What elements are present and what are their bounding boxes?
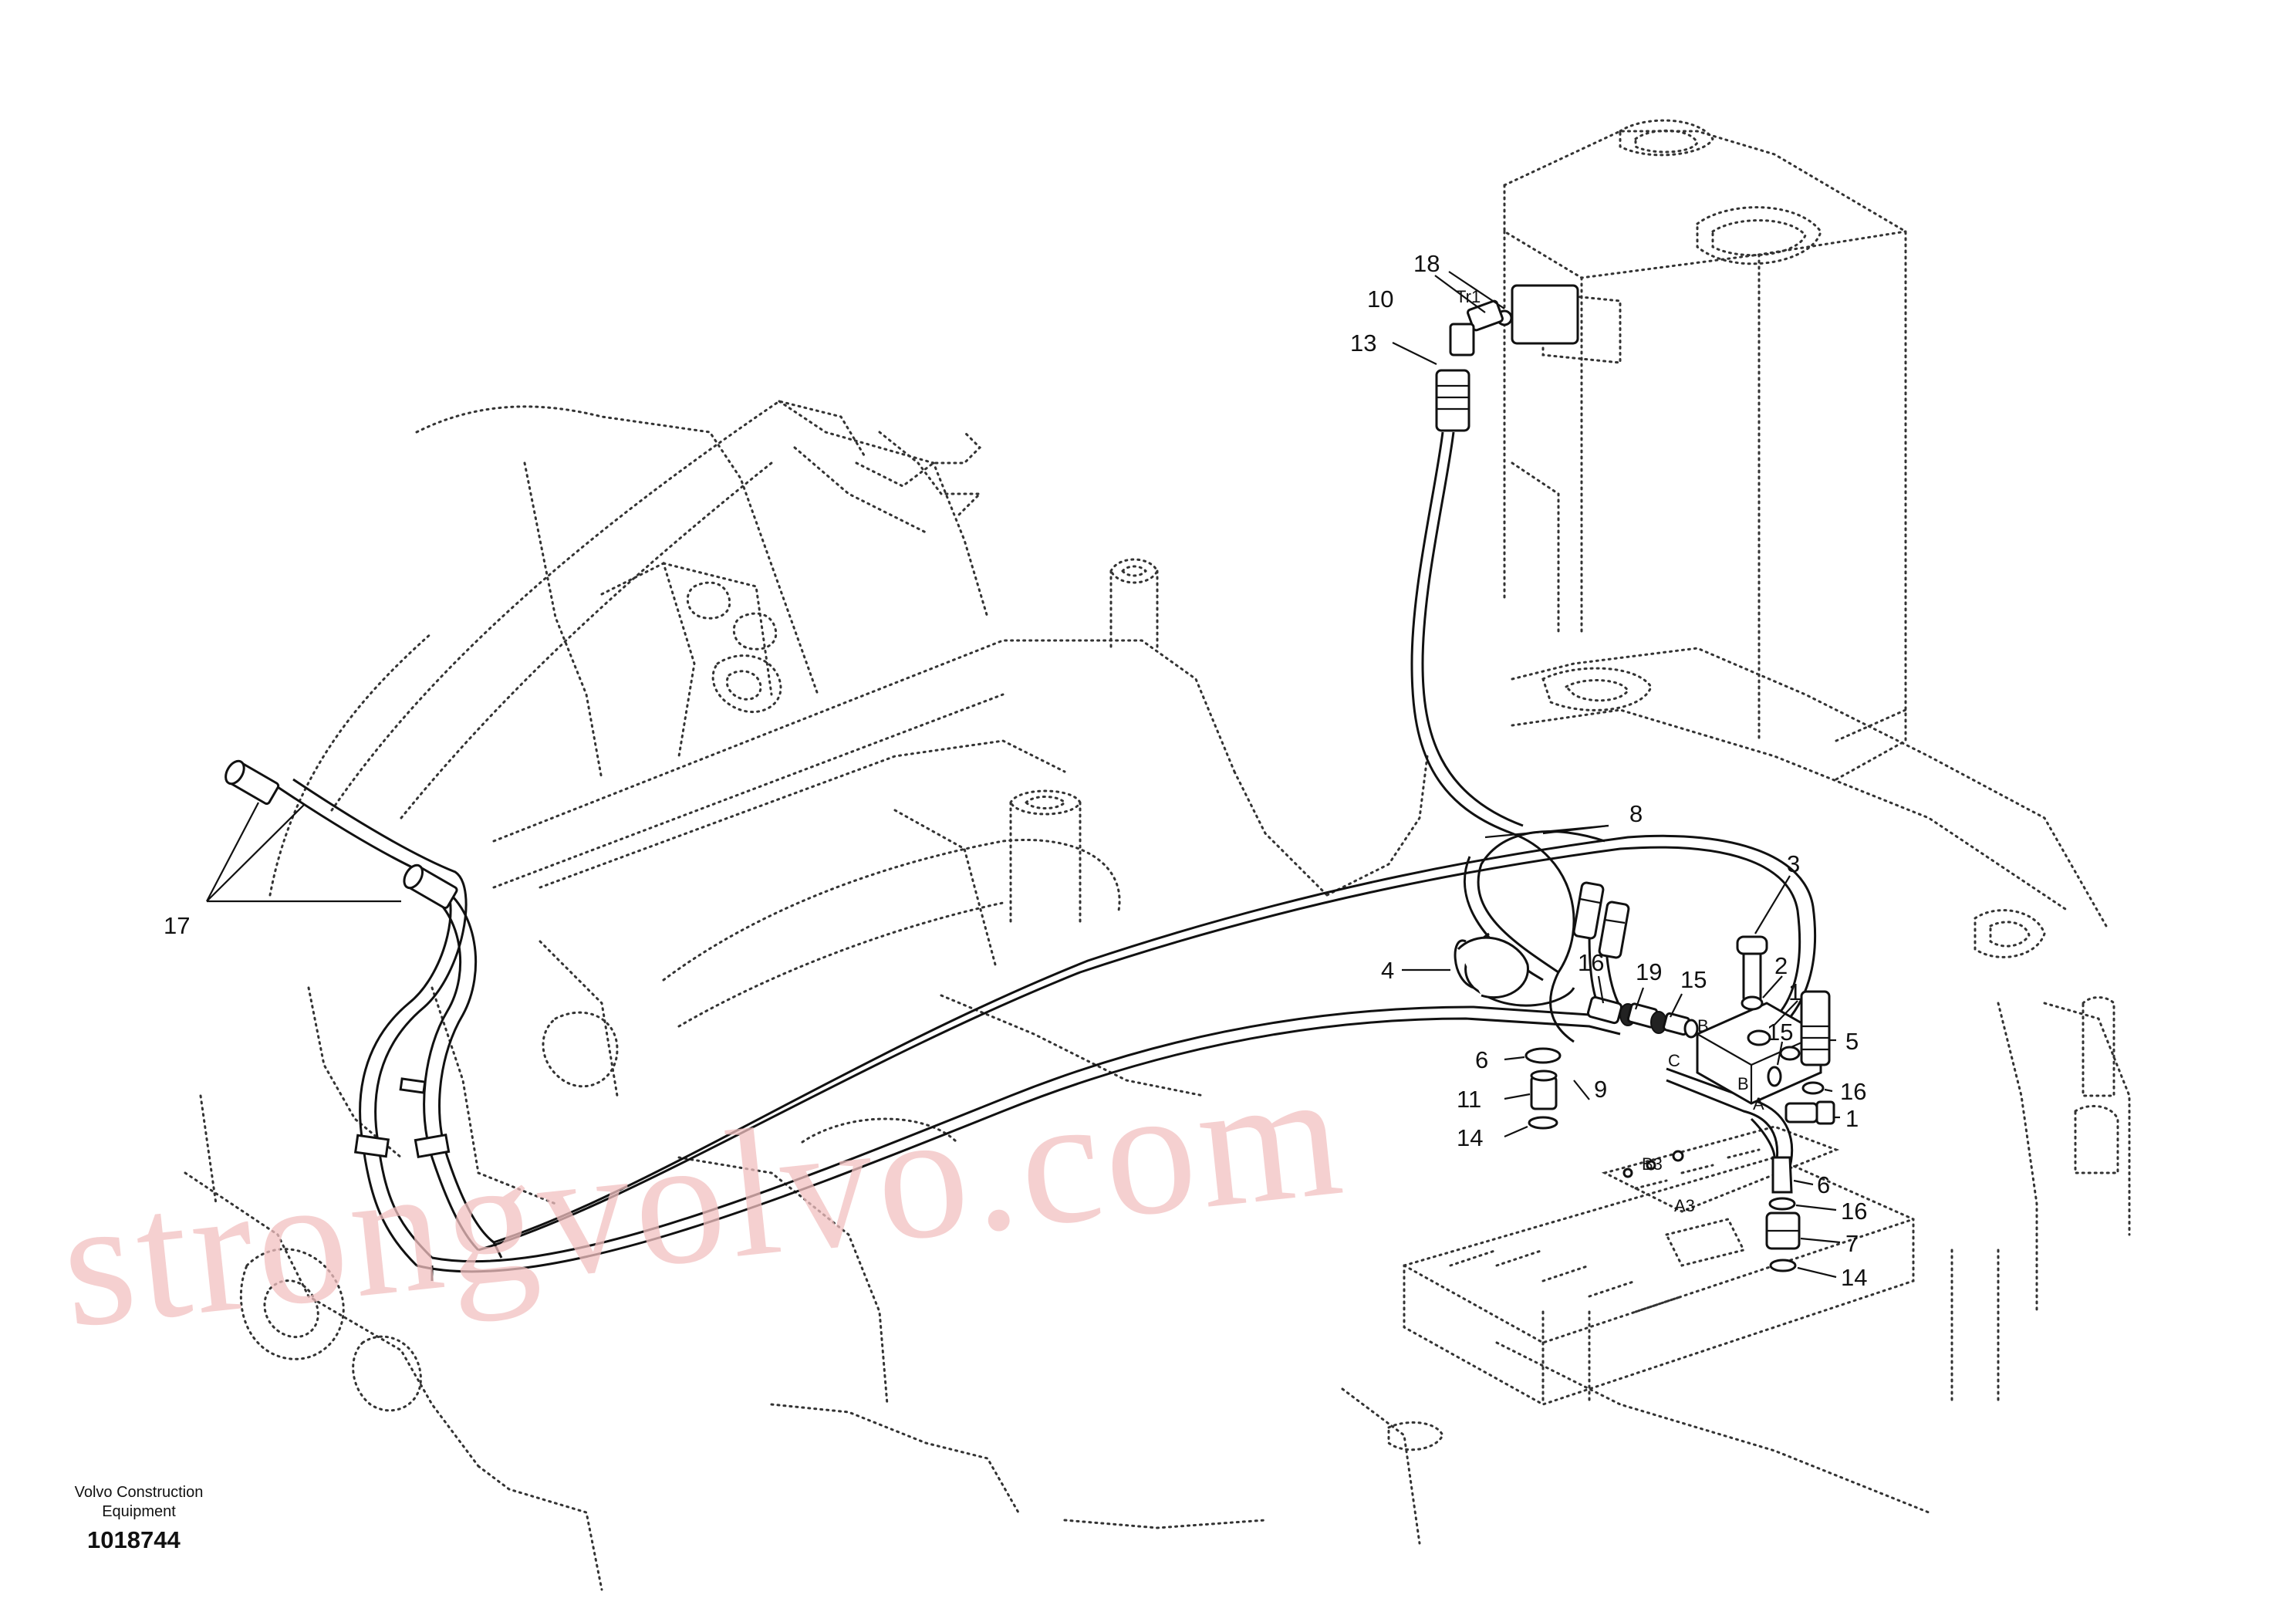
callout-16-upper: 16 <box>1578 949 1604 976</box>
callout-14-left: 14 <box>1457 1124 1483 1151</box>
callout-13: 13 <box>1350 329 1376 357</box>
callout-18: 18 <box>1413 250 1440 277</box>
callout-15-lower: 15 <box>1767 1019 1793 1046</box>
callout-2: 2 <box>1774 952 1788 979</box>
company-line-1: Volvo Construction <box>74 1484 204 1501</box>
callout-10: 10 <box>1367 286 1393 313</box>
callout-1-lower: 1 <box>1845 1105 1859 1132</box>
machine-frame-outline <box>184 119 2131 1591</box>
callout-11: 11 <box>1457 1086 1481 1113</box>
leader-lines <box>206 271 1841 1279</box>
port-labels: Tr1 B C B A B3 A3 <box>1456 287 1764 1215</box>
callout-9: 9 <box>1594 1076 1607 1103</box>
port-label-b-upper: B <box>1697 1016 1709 1036</box>
callout-16-right: 16 <box>1840 1078 1866 1105</box>
fittings <box>225 284 1835 1272</box>
port-label-a: A <box>1753 1094 1764 1113</box>
port-label-b-lower: B <box>1737 1074 1749 1093</box>
watermark: strongvolvo.com <box>53 1032 1354 1367</box>
callout-1-upper: 1 <box>1788 978 1801 1005</box>
callout-6-right: 6 <box>1817 1171 1830 1198</box>
callout-6-left: 6 <box>1475 1046 1488 1073</box>
callout-17: 17 <box>164 912 190 939</box>
port-label-a3: A3 <box>1674 1196 1695 1215</box>
callout-7: 7 <box>1845 1230 1859 1257</box>
callout-14-right: 14 <box>1841 1264 1867 1291</box>
callout-16-lower: 16 <box>1841 1198 1867 1225</box>
port-label-c: C <box>1668 1051 1680 1070</box>
callout-19: 19 <box>1636 958 1662 985</box>
company-caption: Volvo Construction Equipment <box>62 1483 216 1522</box>
port-label-b3: B3 <box>1642 1154 1663 1174</box>
port-label-tr1: Tr1 <box>1456 287 1481 306</box>
drawing-number: 1018744 <box>87 1526 181 1553</box>
callout-3: 3 <box>1787 850 1800 877</box>
callout-4: 4 <box>1381 957 1394 984</box>
callout-15-upper: 15 <box>1680 966 1707 993</box>
callout-labels: 17 18 10 13 8 4 3 16 19 15 2 1 15 5 16 1… <box>164 250 1867 1291</box>
callout-8: 8 <box>1629 800 1643 827</box>
callout-5: 5 <box>1845 1028 1859 1055</box>
company-line-2: Equipment <box>102 1503 176 1520</box>
